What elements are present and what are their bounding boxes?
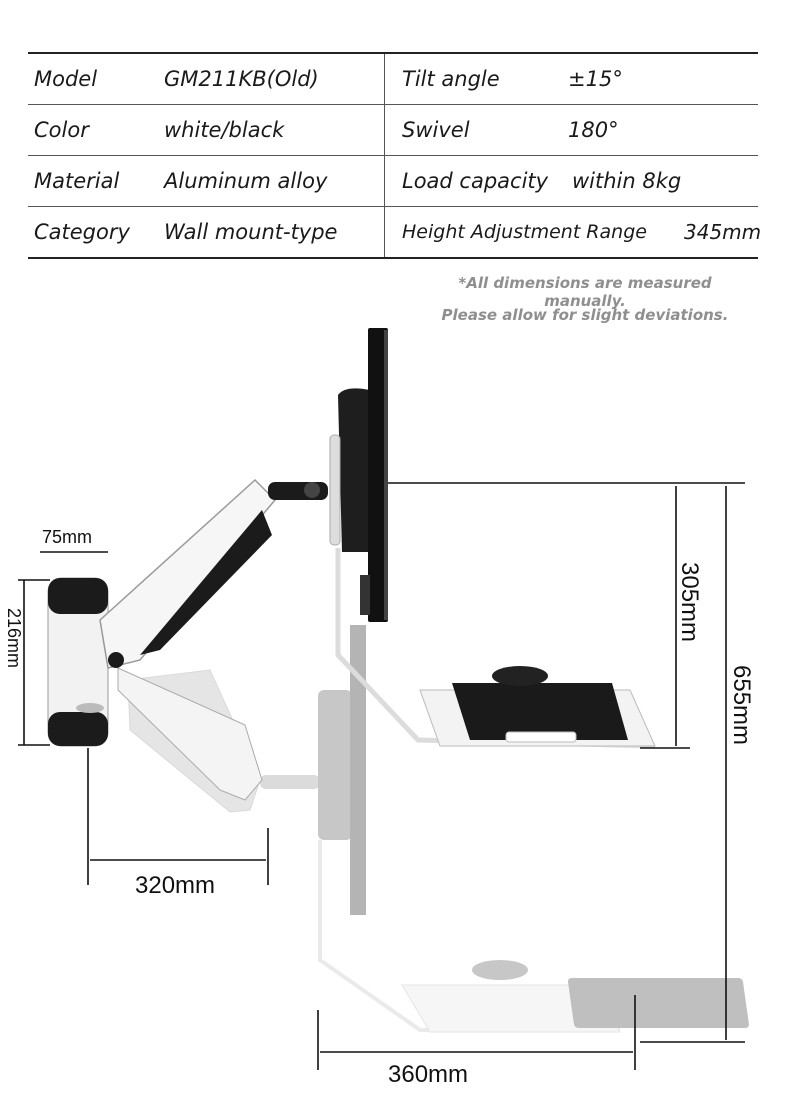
monitor — [329, 328, 388, 622]
spec-row-model: Model GM211KB(Old) Tilt angle ±15° — [28, 54, 758, 105]
column-divider — [384, 54, 385, 104]
spec-table: Model GM211KB(Old) Tilt angle ±15° Color… — [28, 52, 762, 259]
spec-label-2: Tilt angle — [402, 67, 500, 91]
mount-diagram: 75mm 216mm 320mm 360mm 305mm 655mm — [4, 328, 755, 1088]
dim-arm-reach: 320mm — [135, 872, 215, 899]
spec-label: Material — [34, 169, 120, 193]
spec-value-2: ±15° — [568, 67, 623, 91]
spec-value: GM211KB(Old) — [164, 67, 319, 91]
dim-upper-span: 305mm — [676, 562, 703, 642]
column-divider — [384, 105, 385, 155]
spec-value-2: 345mm — [684, 220, 762, 244]
note-line-2: Please allow for slight deviations. — [441, 306, 729, 324]
spec-label: Color — [34, 118, 89, 142]
keyboard-tray — [335, 548, 656, 749]
dim-total-span: 655mm — [728, 665, 755, 745]
spec-row-material: Material Aluminum alloy Load capacity wi… — [28, 156, 758, 207]
column-divider — [384, 207, 385, 257]
dim-plate-width: 75mm — [42, 527, 92, 547]
spec-value-2: 180° — [568, 118, 619, 142]
spec-label: Category — [34, 220, 130, 244]
spec-value-2: within 8kg — [572, 169, 682, 193]
spec-label-2: Load capacity — [402, 169, 549, 193]
spec-label-2: Height Adjustment Range — [402, 221, 647, 243]
wall-plate — [47, 577, 109, 747]
spec-row-color: Color white/black Swivel 180° — [28, 105, 758, 156]
dimension-lines — [18, 482, 745, 1070]
dim-plate-height: 216mm — [4, 608, 24, 668]
spec-value: Wall mount-type — [164, 220, 338, 244]
monitor-arm — [99, 478, 328, 801]
spec-value: Aluminum alloy — [164, 169, 328, 193]
note-line-1: *All dimensions are measured manually. — [458, 274, 712, 310]
column-divider — [384, 156, 385, 206]
spec-row-category: Category Wall mount-type Height Adjustme… — [28, 207, 762, 257]
spec-label-2: Swivel — [402, 118, 470, 142]
dim-tray-width: 360mm — [388, 1061, 468, 1088]
ghost-position — [127, 625, 749, 1033]
spec-label: Model — [34, 67, 98, 91]
spec-value: white/black — [164, 118, 285, 142]
